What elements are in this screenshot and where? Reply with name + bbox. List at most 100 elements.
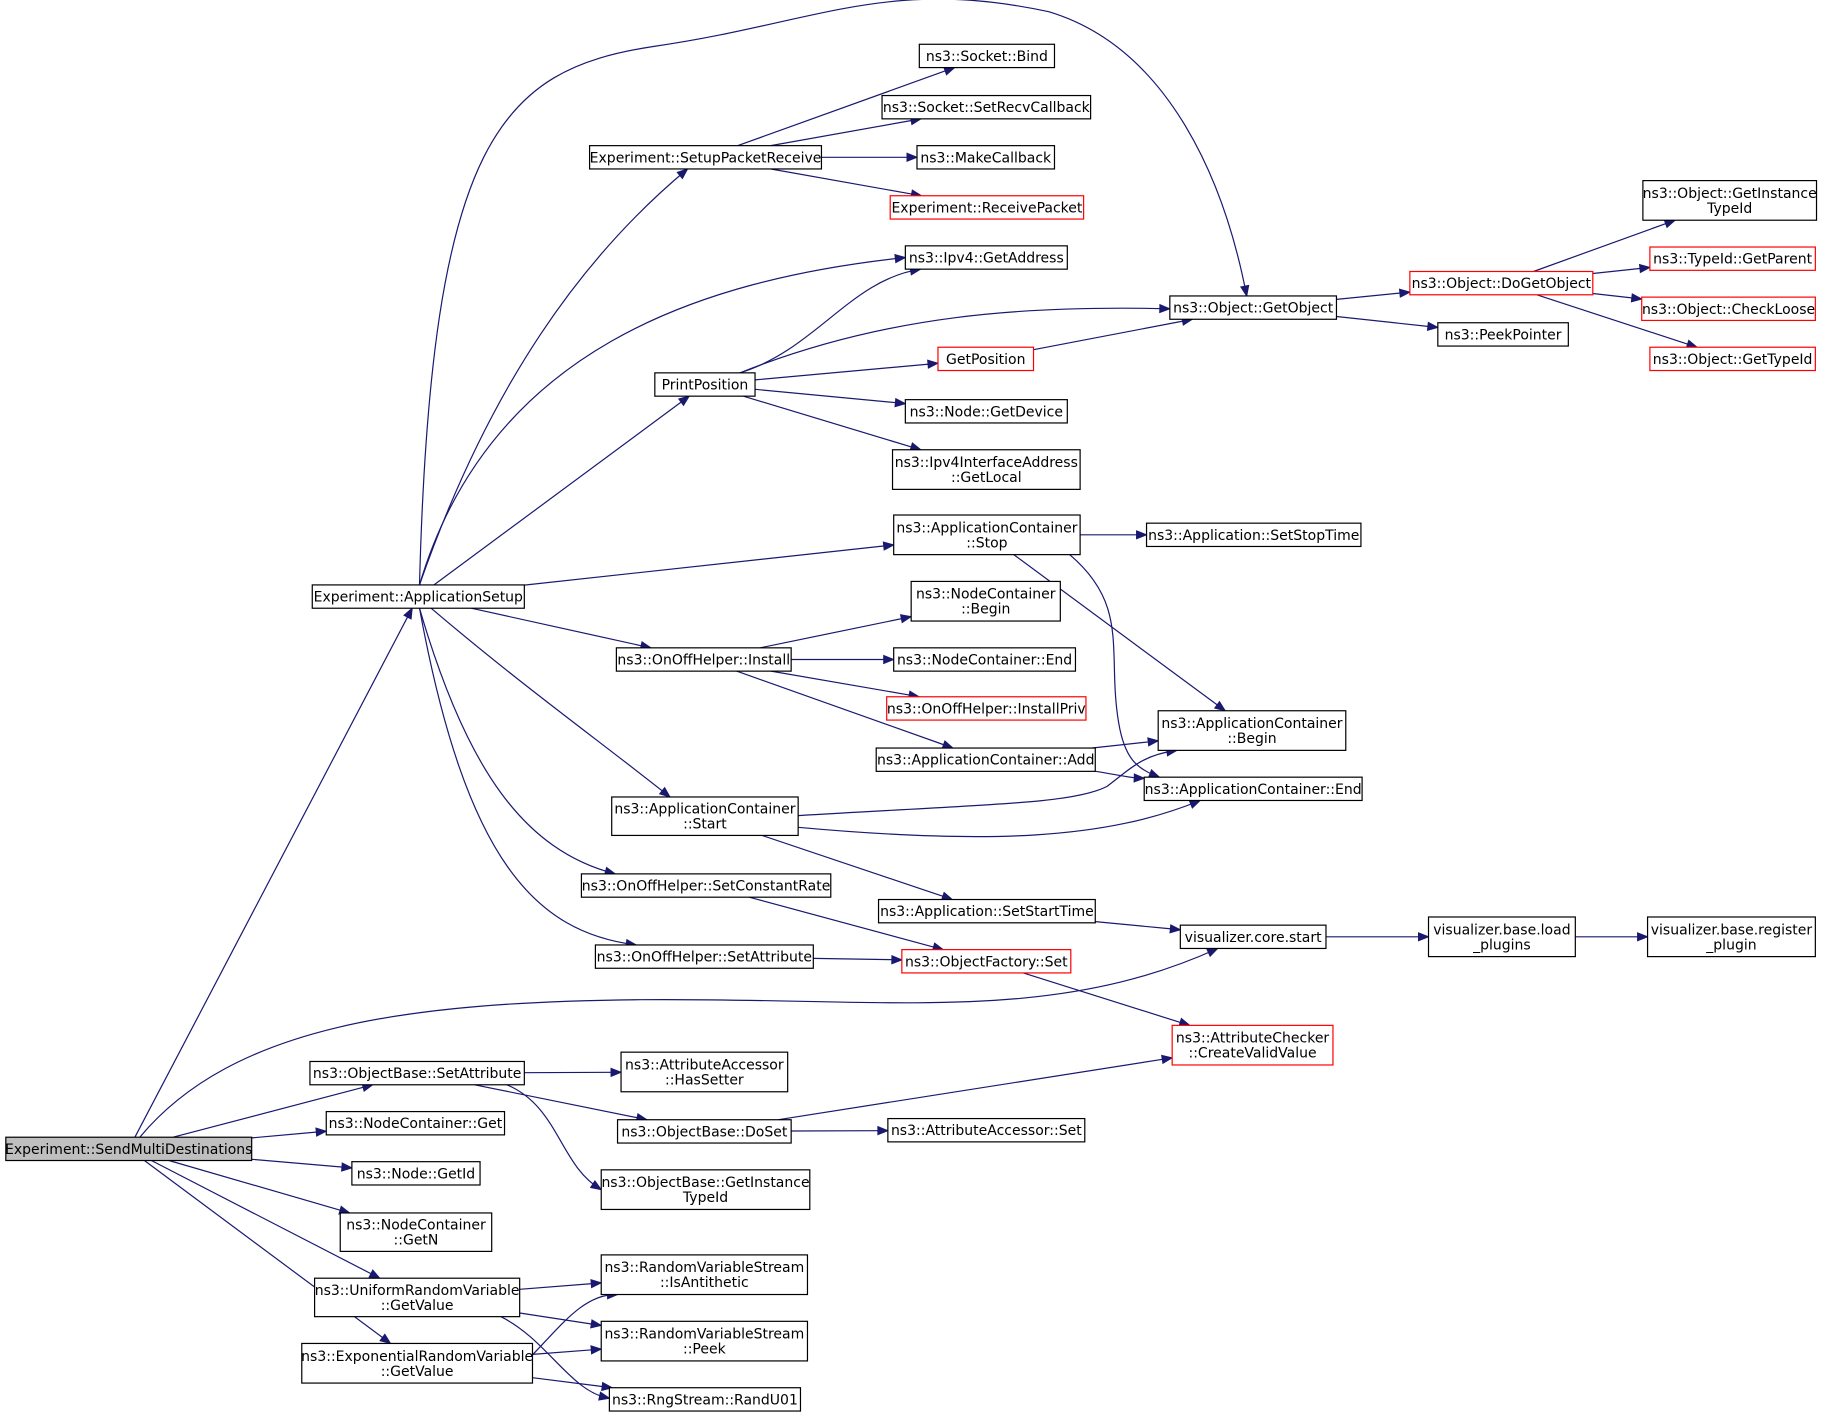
node-rvs_peek[interactable]: ns3::RandomVariableStream::Peek — [600, 1320, 809, 1362]
node-box — [1649, 346, 1816, 372]
node-box — [1143, 776, 1363, 802]
node-obj_dogetobject[interactable]: ns3::Object::DoGetObject — [1409, 270, 1594, 296]
node-label: Experiment::SendMultiDestinations — [5, 1142, 252, 1158]
node-app_setstart[interactable]: ns3::Application::SetStartTime — [877, 898, 1096, 924]
edge-arrowhead — [927, 359, 940, 369]
node-aa_hassetter[interactable]: ns3::AttributeAccessor::HasSetter — [620, 1051, 789, 1093]
node-box — [881, 94, 1092, 120]
edge-arrowhead — [1398, 288, 1412, 298]
node-label: ::GetLocal — [951, 470, 1022, 486]
node-aa_set[interactable]: ns3::AttributeAccessor::Set — [887, 1117, 1086, 1143]
node-box — [1179, 924, 1327, 950]
node-sendmulti[interactable]: Experiment::SendMultiDestinations — [5, 1136, 252, 1162]
node-ipv4_getaddr[interactable]: ns3::Ipv4::GetAddress — [904, 245, 1068, 270]
node-objfactory_set[interactable]: ns3::ObjectFactory::Set — [901, 949, 1072, 974]
node-box — [616, 1119, 792, 1144]
node-onoff_install[interactable]: ns3::OnOffHelper::Install — [615, 647, 792, 672]
edge-arrowhead — [1188, 799, 1202, 809]
node-box — [325, 1110, 506, 1136]
node-box — [891, 449, 1081, 490]
node-nc_begin[interactable]: ns3::NodeContainer::Begin — [910, 580, 1061, 622]
node-printpos[interactable]: PrintPosition — [654, 372, 756, 397]
edge-arrowhead — [676, 168, 689, 180]
edge-appsetup-to-onoff_setattr — [418, 608, 637, 946]
edge-arrowhead — [943, 66, 956, 76]
edge-arrowhead — [610, 1067, 623, 1078]
node-uniform[interactable]: ns3::UniformRandomVariable::GetValue — [313, 1277, 521, 1318]
edge-obj_dogetobject-to-typeid_parent — [1592, 267, 1641, 275]
node-ac_end[interactable]: ns3::ApplicationContainer::End — [1143, 776, 1363, 802]
node-box — [918, 43, 1056, 69]
edge-uniform-to-rng_randu01 — [500, 1316, 610, 1399]
node-label: _plugins — [1472, 937, 1531, 953]
edge-arrowhead — [941, 740, 955, 749]
edge-arrowhead — [906, 152, 919, 163]
node-setuppkt[interactable]: Experiment::SetupPacketReceive — [588, 145, 823, 170]
node-viz_start[interactable]: visualizer.core.start — [1179, 924, 1327, 950]
node-box — [904, 245, 1068, 270]
node-nc_getn[interactable]: ns3::NodeContainer::GetN — [339, 1212, 493, 1253]
node-peekptr[interactable]: ns3::PeekPointer — [1437, 322, 1569, 347]
node-ac_begin[interactable]: ns3::ApplicationContainer::Begin — [1157, 710, 1347, 751]
node-nc_end[interactable]: ns3::NodeContainer::End — [893, 647, 1077, 672]
node-label: ns3::ObjectBase::GetInstance — [601, 1175, 809, 1191]
node-obj_checkloose[interactable]: ns3::Object::CheckLoose — [1641, 296, 1816, 322]
node-ac_add[interactable]: ns3::ApplicationContainer::Add — [875, 747, 1096, 772]
node-label: ns3::Application::SetStopTime — [1148, 528, 1359, 544]
node-expo[interactable]: ns3::ExponentialRandomVariable::GetValue — [301, 1342, 533, 1384]
edge-arrowhead — [1136, 530, 1148, 540]
node-ac_stop[interactable]: ns3::ApplicationContainer::Stop — [893, 514, 1081, 556]
node-box — [311, 584, 525, 609]
node-obj_gettypeid[interactable]: ns3::Object::GetTypeId — [1649, 346, 1816, 372]
edge-appsetup-to-ac_stop — [524, 545, 885, 586]
node-ob_doset[interactable]: ns3::ObjectBase::DoSet — [616, 1119, 792, 1144]
edge-getpos-to-obj_getobject — [1033, 320, 1184, 351]
node-obj_getobject[interactable]: ns3::Object::GetObject — [1169, 295, 1338, 320]
node-rng_randu01[interactable]: ns3::RngStream::RandU01 — [608, 1387, 802, 1412]
node-appsetup[interactable]: Experiment::ApplicationSetup — [311, 584, 525, 609]
edge-ac_start-to-ac_begin — [798, 749, 1177, 817]
node-sock_recv[interactable]: ns3::Socket::SetRecvCallback — [881, 94, 1092, 120]
edge-layer — [134, 0, 1699, 1401]
node-box — [893, 514, 1081, 556]
edge-arrowhead — [1240, 284, 1250, 298]
edge-sendmulti-to-node_getid — [251, 1158, 343, 1168]
edge-arrowhead — [590, 1319, 603, 1329]
node-ac_start[interactable]: ns3::ApplicationContainer::Start — [611, 796, 799, 837]
node-onoff_installpriv[interactable]: ns3::OnOffHelper::InstallPriv — [886, 696, 1087, 721]
node-setattr[interactable]: ns3::ObjectBase::SetAttribute — [309, 1060, 525, 1086]
node-typeid_parent[interactable]: ns3::TypeId::GetParent — [1649, 246, 1816, 271]
edge-arrowhead — [882, 541, 896, 551]
node-label: Experiment::SetupPacketReceive — [590, 150, 822, 166]
node-label: ::Begin — [961, 602, 1010, 618]
node-nc_get[interactable]: ns3::NodeContainer::Get — [325, 1110, 506, 1136]
node-box — [1642, 180, 1818, 221]
node-node_getid[interactable]: ns3::Node::GetId — [351, 1161, 481, 1186]
node-makecb[interactable]: ns3::MakeCallback — [916, 145, 1056, 170]
node-recvpkt[interactable]: Experiment::ReceivePacket — [889, 195, 1085, 220]
edge-printpos-to-ipv4if_local — [743, 395, 913, 448]
node-viz_load[interactable]: visualizer.base.load_plugins — [1427, 916, 1576, 958]
node-ipv4if_local[interactable]: ns3::Ipv4InterfaceAddress::GetLocal — [891, 449, 1081, 490]
node-onoff_rate[interactable]: ns3::OnOffHelper::SetConstantRate — [580, 873, 832, 898]
node-onoff_setattr[interactable]: ns3::OnOffHelper::SetAttribute — [594, 944, 814, 969]
node-node_getdev[interactable]: ns3::Node::GetDevice — [904, 399, 1068, 424]
node-sock_bind[interactable]: ns3::Socket::Bind — [918, 43, 1056, 69]
edge-arrowhead — [1169, 924, 1182, 934]
node-box — [654, 372, 756, 397]
node-getpos[interactable]: GetPosition — [937, 346, 1035, 372]
node-rvs_anti[interactable]: ns3::RandomVariableStream::IsAntithetic — [600, 1254, 809, 1296]
node-attrchk[interactable]: ns3::AttributeChecker::CreateValidValue — [1171, 1024, 1334, 1066]
node-label: ns3::ApplicationContainer — [1161, 716, 1342, 732]
edge-arrowhead — [1159, 303, 1172, 314]
edge-sendmulti-to-uniform — [151, 1159, 373, 1275]
edge-uniform-to-rvs_peek — [519, 1312, 593, 1325]
node-box — [886, 696, 1087, 721]
node-app_setstop[interactable]: ns3::Application::SetStopTime — [1145, 522, 1362, 548]
edge-ob_doset-to-attrchk — [778, 1058, 1164, 1121]
node-viz_register[interactable]: visualizer.base.register_plugin — [1646, 916, 1816, 958]
node-label: _plugin — [1705, 937, 1756, 953]
